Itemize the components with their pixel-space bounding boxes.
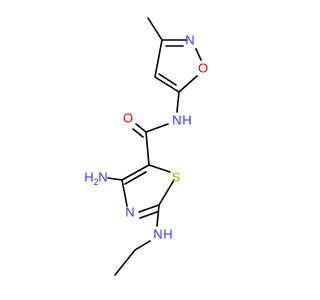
bond-carbonyl-o — [135, 123, 147, 133]
bonds — [107, 17, 202, 276]
bond-c4-nh2 — [107, 177, 123, 181]
amino-h-label: H — [84, 170, 93, 185]
thiazole-s-label: S — [172, 170, 181, 185]
bond-n3-c2 — [138, 204, 160, 213]
bond-s-thiazole-c5 — [148, 164, 171, 173]
bond-c4-n3 — [121, 179, 128, 207]
bond-thiazole-c5-c4 — [121, 164, 150, 181]
bond-ch2-ch3 — [114, 249, 136, 276]
ethylamino-h-label: H — [163, 227, 172, 242]
amide-nh-n-label: N — [172, 113, 181, 128]
bond-methyl-c3 — [147, 17, 163, 41]
bond-c4-c3 — [154, 39, 163, 78]
bond-c5-nh — [176, 91, 180, 113]
isoxazole-n-label: N — [185, 33, 194, 48]
amide-nh-h-label: H — [182, 113, 191, 128]
bond-n3-c2-inner — [139, 211, 158, 219]
amide-o-label: O — [123, 111, 133, 126]
bond-nh-carbonyl — [145, 123, 169, 133]
bond-n-o-isoxazole — [195, 48, 202, 61]
bond-nh-ch2 — [134, 240, 151, 251]
isoxazole-o-label: O — [198, 61, 208, 76]
background — [0, 0, 300, 300]
bond-c2-ethyl-nh — [156, 204, 160, 227]
bond-c2-s — [158, 179, 175, 206]
thiazole-n-label: N — [125, 205, 134, 220]
bond-c5-c4-inner — [158, 73, 177, 86]
ethylamino-n-label: N — [153, 227, 162, 242]
bond-o-c5 — [178, 75, 198, 93]
bond-thiazole-c5-c4-inner — [124, 171, 147, 185]
bond-carbonyl-thiazole-c5 — [145, 131, 150, 166]
bond-c5-c4 — [154, 76, 180, 93]
bond-carbonyl-o-inner — [132, 128, 144, 138]
amino-n-label: N — [98, 170, 107, 185]
amino-h-subscript: 2 — [93, 177, 98, 187]
atom-labels: N O O N H H 2 N N S N H — [84, 33, 208, 242]
molecule-structure-diagram: N O O N H H 2 N N S N H — [0, 0, 300, 300]
